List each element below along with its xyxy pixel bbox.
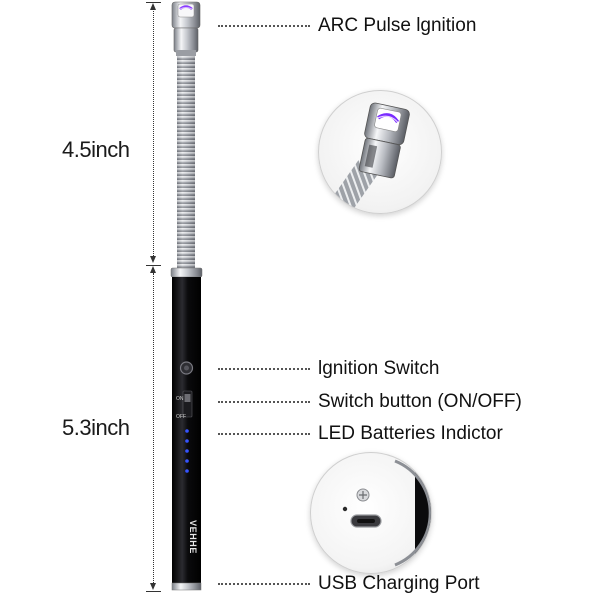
callout-switch-button: Switch button (ON/OFF) bbox=[218, 389, 522, 415]
dim-arrow-up-icon bbox=[150, 3, 156, 10]
dim-arrow-down-icon bbox=[150, 256, 156, 263]
dim-tick-mid bbox=[146, 265, 161, 266]
callout-ignition-switch: lgnition Switch bbox=[218, 356, 439, 382]
callout-led-indicator: LED Batteries Indictor bbox=[218, 421, 503, 447]
dim-line-lower bbox=[153, 273, 154, 583]
dim-tick-bottom bbox=[146, 591, 161, 592]
led-indicator-label: LED Batteries Indictor bbox=[318, 423, 503, 444]
callout-usb-port: USB Charging Port bbox=[218, 571, 480, 597]
upper-length-label: 4.5inch bbox=[62, 137, 130, 162]
led-indicators bbox=[185, 429, 189, 473]
ignition-switch bbox=[179, 361, 194, 375]
dim-line-upper bbox=[153, 8, 154, 256]
lower-length-label: 5.3inch bbox=[62, 415, 130, 440]
dim-arrow-down-icon bbox=[150, 583, 156, 590]
switch-on-label: ON bbox=[176, 396, 184, 402]
arc-head-closeup-icon bbox=[324, 102, 410, 213]
leader-line bbox=[218, 25, 310, 27]
usb-port-zoom bbox=[310, 452, 432, 574]
ignition-switch-label: lgnition Switch bbox=[318, 358, 440, 379]
usb-port-closeup-icon bbox=[342, 459, 431, 567]
brand-label: VEHHE bbox=[188, 520, 198, 554]
dim-tick-top bbox=[146, 2, 161, 3]
arc-head bbox=[171, 1, 201, 56]
dim-arrow-up-icon bbox=[150, 266, 156, 273]
usb-port-label: USB Charging Port bbox=[318, 573, 480, 594]
leader-line bbox=[218, 401, 310, 403]
end-cap bbox=[171, 582, 202, 591]
arc-head-zoom bbox=[318, 90, 442, 214]
leader-line bbox=[218, 433, 310, 435]
leader-line bbox=[218, 368, 310, 370]
leader-line bbox=[218, 583, 310, 585]
switch-button-label: Switch button (ON/OFF) bbox=[318, 391, 522, 412]
switch-off-label: OFF bbox=[176, 414, 186, 420]
arc-ignition-label: ARC Pulse lgnition bbox=[318, 15, 477, 36]
on-off-switch: ON OFF bbox=[176, 390, 193, 420]
callout-arc-ignition: ARC Pulse lgnition bbox=[218, 13, 476, 39]
neck-collar bbox=[170, 267, 203, 278]
